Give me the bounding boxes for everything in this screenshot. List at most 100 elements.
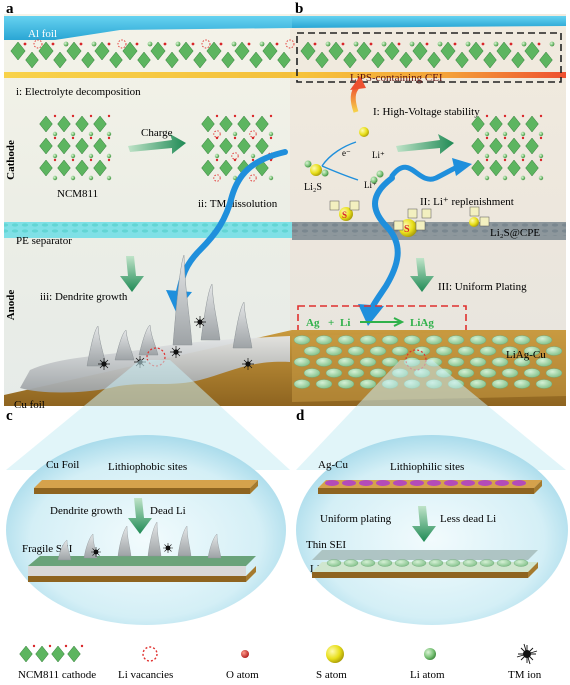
octahedron [39,159,53,177]
liag-bump [381,357,399,367]
liag-bump [457,368,475,378]
li2s-li-atom-1 [304,160,312,168]
liag-bump [315,357,333,367]
o-atom [251,158,255,162]
li-atom [409,41,415,47]
li-ion-tag [329,200,340,211]
liag-bump [337,357,355,367]
liag-bump [315,379,333,389]
liag-bump [303,346,321,356]
lithiophilic-site [444,480,458,486]
charge-arrow [128,134,186,154]
o-atom [48,644,52,648]
o-atom [89,136,93,140]
li-deposit [394,559,410,567]
octahedron [524,41,540,61]
octahedron [75,137,89,155]
o-atom [453,42,457,46]
octahedron [539,51,553,69]
octahedron [489,137,503,155]
li-atom [88,131,94,137]
liag-bump [325,346,343,356]
li-replenishment-arrowhead [452,158,472,176]
liag-bump [469,335,487,345]
octahedron [489,115,503,133]
li-layer-c-fill [28,566,246,576]
liag-bump [337,379,355,389]
li-ion-tags [329,200,490,231]
li2s-label: Li₂S [304,182,322,193]
li-replenishment-label: II: Li⁺ replenishment [420,196,514,208]
thin-sei-label: Thin SEI [306,539,346,551]
o-atom [251,114,255,118]
octahedron [57,159,71,177]
octahedron [489,159,503,177]
reaction-arrow [360,317,405,327]
li-vacancy [231,152,239,160]
tm-dissolution-arrow [175,149,288,299]
li-atom [484,175,490,181]
pe-separator-texture [4,222,292,234]
li2s-cpe-texture [292,222,566,236]
li-deposit [445,559,461,567]
uniform-plating-d-label: Uniform plating [320,513,392,525]
lithiophilic-site [512,480,526,486]
cu-foil-d2 [312,572,528,578]
liag-bump [381,335,399,345]
o-atom [503,114,507,118]
panel-label-d: d [296,408,305,424]
li-atom [502,175,508,181]
o-atom [71,114,75,118]
cei-layer-left [4,72,292,78]
li-ion-tag [469,206,480,217]
liag-bump [303,368,321,378]
svg-text:S: S [404,224,410,235]
o-atom [107,158,111,162]
legend-li-vacancies-label: Li vacancies [118,669,173,681]
li-atom [70,131,76,137]
dendrite-down-arrow-a [120,256,144,292]
legend: NCM811 cathode Li vacancies O atom S ato… [18,643,542,681]
li-atom [502,131,508,137]
dendrite [147,521,162,557]
li-atom [52,131,58,137]
o-atom [107,114,111,118]
legend-tm-ion-icon [516,643,538,665]
li-atom [88,153,94,159]
s-atom-released [359,127,369,137]
o-atom [163,42,167,46]
o-atom [521,158,525,162]
lithiophilic-sites [325,480,526,486]
dendrite [138,324,159,356]
tm-ion [194,316,206,328]
o-atom [191,42,195,46]
liag-bump [513,357,531,367]
li-deposit [343,559,359,567]
li-ion-tag [407,208,418,219]
o-atom [509,42,513,46]
octahedron [511,51,525,69]
lithiophilic-site [495,480,509,486]
liag-bump [293,335,311,345]
o-atom [485,114,489,118]
octahedron [150,41,166,61]
o-atom [135,42,139,46]
electron-arrow [321,141,357,167]
li-vacancy [213,130,221,138]
lithiophilic-site [359,480,373,486]
cu-foil-c2-top [246,566,256,582]
liag-bump [315,335,333,345]
li-atom-small-1 [376,170,384,178]
legend-s-atom-label: S atom [316,669,347,681]
li-atom [521,41,527,47]
svg-text:S: S [342,210,347,220]
cu-foil-c-label: Cu Foil [46,459,79,471]
dendrite [114,329,135,361]
octahedron [137,51,151,69]
lithiophilic-site [342,480,356,486]
octahedron [10,41,26,61]
li-atom [52,153,58,159]
o-atom [107,42,111,46]
dendrite [207,533,222,559]
liag-bump [469,357,487,367]
